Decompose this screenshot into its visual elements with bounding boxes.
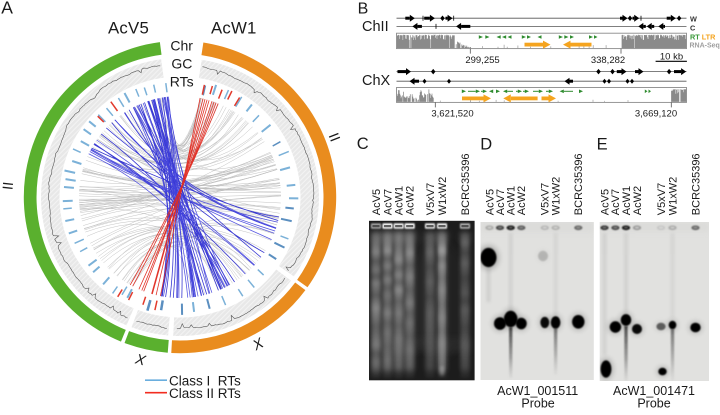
svg-text:W1xW2: W1xW2 — [667, 177, 679, 216]
svg-text:GC: GC — [171, 55, 192, 71]
svg-text:Class I RTs: Class I RTs — [169, 373, 241, 388]
svg-text:A: A — [1, 0, 13, 18]
svg-text:3,621,520: 3,621,520 — [431, 109, 473, 120]
svg-text:AcW2: AcW2 — [632, 186, 644, 215]
svg-text:10 kb: 10 kb — [660, 51, 683, 62]
svg-text:ChII: ChII — [362, 19, 389, 35]
svg-text:AcW1_001471: AcW1_001471 — [613, 384, 695, 398]
svg-text:AcV7: AcV7 — [382, 189, 394, 215]
svg-text:W1xW2: W1xW2 — [550, 177, 562, 216]
svg-text:V5xV7: V5xV7 — [540, 183, 552, 215]
svg-text:V5xV7: V5xV7 — [656, 183, 668, 215]
svg-text:E: E — [597, 135, 608, 153]
svg-text:V5xV7: V5xV7 — [425, 183, 437, 215]
svg-text:RT LTR: RT LTR — [690, 32, 716, 41]
svg-text:BCRC35396: BCRC35396 — [460, 153, 472, 215]
svg-text:AcW1: AcW1 — [394, 186, 406, 215]
svg-text:Probe: Probe — [521, 397, 554, 410]
svg-text:AcV5: AcV5 — [599, 189, 611, 215]
svg-text:AcW1: AcW1 — [621, 186, 633, 215]
svg-text:AcV5: AcV5 — [371, 189, 383, 215]
svg-text:299,255: 299,255 — [465, 55, 499, 66]
svg-text:AcW1_001511: AcW1_001511 — [497, 384, 578, 398]
svg-text:BCRC35396: BCRC35396 — [573, 153, 585, 215]
svg-text:AcW1: AcW1 — [211, 19, 257, 38]
svg-text:W: W — [690, 15, 697, 24]
svg-text:Class II RTs: Class II RTs — [169, 386, 241, 401]
svg-text:RTs: RTs — [170, 73, 194, 89]
svg-text:338,282: 338,282 — [591, 55, 625, 66]
svg-text:RNA-Seq: RNA-Seq — [690, 43, 720, 50]
svg-text:B: B — [358, 1, 369, 18]
svg-text:D: D — [480, 135, 492, 153]
svg-text:C: C — [690, 24, 696, 33]
svg-text:ChX: ChX — [362, 73, 391, 89]
svg-text:AcW1: AcW1 — [506, 186, 518, 215]
svg-text:AcV7: AcV7 — [495, 189, 507, 215]
svg-text:AcV7: AcV7 — [610, 189, 622, 215]
svg-text:AcV5: AcV5 — [484, 189, 496, 215]
svg-text:AcW2: AcW2 — [516, 186, 528, 215]
svg-text:3,669,120: 3,669,120 — [635, 109, 677, 120]
svg-text:C: C — [357, 135, 369, 153]
svg-text:AcW2: AcW2 — [405, 186, 417, 215]
svg-text:II: II — [0, 181, 17, 191]
svg-text:W1xW2: W1xW2 — [437, 177, 449, 216]
svg-text:BCRC35396: BCRC35396 — [690, 153, 702, 215]
svg-text:Chr: Chr — [170, 37, 193, 53]
svg-text:AcV5: AcV5 — [108, 19, 149, 38]
svg-text:Probe: Probe — [637, 397, 670, 410]
